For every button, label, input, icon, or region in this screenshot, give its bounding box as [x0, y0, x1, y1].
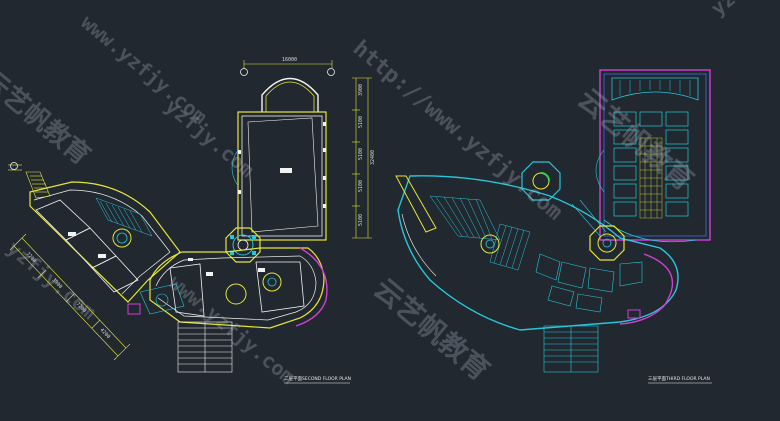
left-bottom-stairs: [177, 321, 233, 373]
dim-left-2: 3900: [51, 277, 64, 290]
dim-right-4: 5100: [358, 180, 364, 192]
left-arch-tower: [261, 78, 319, 112]
dim-right-total: 32400: [370, 150, 376, 165]
left-floor-plan: 16000 3900 5100 5100 5100 5100 32400: [8, 57, 376, 384]
dim-right-3: 5100: [358, 148, 364, 160]
dim-right-1: 3900: [358, 84, 364, 96]
right-plan-title: 三层平面: [648, 376, 666, 382]
right-tower-block: [599, 69, 711, 241]
dim-left-4: 4200: [99, 327, 112, 340]
right-seating: [535, 253, 643, 313]
dim-right: [352, 77, 372, 239]
right-main-body: [397, 175, 679, 331]
dim-right-2: 5100: [358, 116, 364, 128]
left-plan-subtitle: SECOND FLOOR PLAN: [302, 376, 351, 382]
left-entry-stair: [25, 171, 51, 199]
right-octagon-small: [521, 161, 561, 201]
dim-top: [243, 60, 333, 68]
left-plan-title: 二层平面: [284, 376, 302, 382]
right-floor-plan: 三层平面 THIRD FLOOR PLAN: [395, 69, 712, 384]
left-wing: [29, 181, 181, 303]
dim-right-5: 5100: [358, 214, 364, 226]
right-main-stairs: [429, 195, 531, 271]
right-octagon-hub: [589, 225, 625, 261]
right-plan-subtitle: THIRD FLOOR PLAN: [665, 376, 710, 382]
dim-top-label: 16000: [282, 57, 297, 63]
left-lower-wing: [149, 247, 325, 329]
right-center-grid: [639, 137, 663, 219]
dim-left-1: 7200: [25, 251, 38, 264]
left-wing-stairs: [95, 197, 153, 237]
left-octagon-hub: [225, 227, 261, 263]
right-bottom-stairs: [543, 325, 599, 373]
dim-left: [9, 233, 131, 361]
